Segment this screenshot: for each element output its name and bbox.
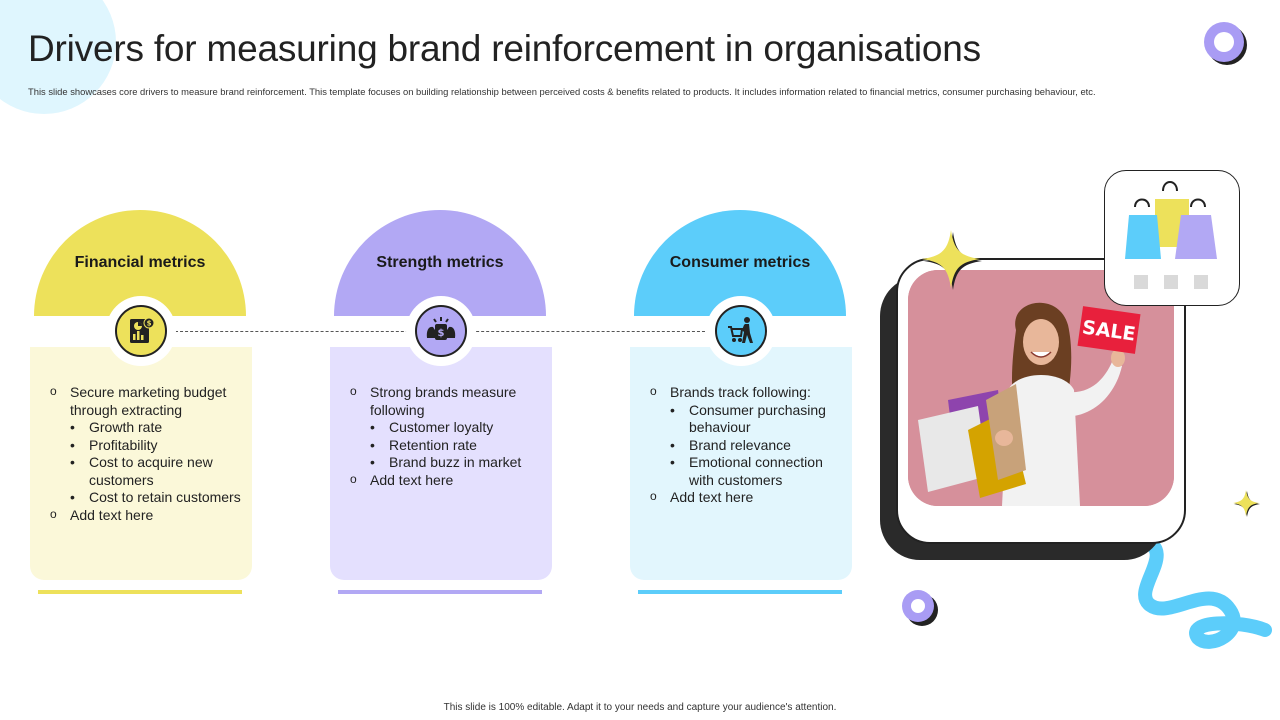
card-list: Strong brands measure following Customer… [350,383,546,490]
sub-list-item: Profitability [70,437,246,455]
sub-list-item: Brand relevance [670,437,846,455]
sub-list-item: Retention rate [370,437,546,455]
card-title: Consumer metrics [669,254,811,271]
list-item: Strong brands measure following Customer… [350,383,546,472]
icon-badge [706,296,776,366]
decorative-ring [1204,22,1244,62]
card-underline [638,590,842,594]
small-star-icon [1233,490,1260,517]
footer-note: This slide is 100% editable. Adapt it to… [443,702,837,713]
list-item: Add text here [650,488,846,507]
star-icon [922,230,982,290]
sub-list-item: Customer loyalty [370,419,546,437]
money-strength-icon: $ [415,305,467,357]
card-underline [38,590,242,594]
list-item: Brands track following: Consumer purchas… [650,383,846,489]
shopping-bags-card [1104,170,1240,306]
sub-list-item: Brand buzz in market [370,454,546,472]
svg-text:$: $ [438,328,445,339]
shopping-bags-icon [1125,181,1217,289]
shopping-cart-person-icon [715,305,767,357]
sub-list-item: Consumer purchasing behaviour [670,402,846,437]
card-underline [338,590,542,594]
icon-badge: $ [406,296,476,366]
list-item: Add text here [350,471,546,490]
shopping-woman-photo: SALE [908,270,1174,506]
list-item: Secure marketing budget through extracti… [50,383,246,507]
card-title: Financial metrics [74,254,206,271]
card-list: Brands track following: Consumer purchas… [650,383,846,507]
sub-list-item: Cost to retain customers [70,489,246,507]
card-title: Strength metrics [376,254,504,271]
list-item: Add text here [50,506,246,525]
financial-report-icon: $ [115,305,167,357]
sub-list-item: Cost to acquire new customers [70,454,246,489]
page-subtitle: This slide showcases core drivers to mea… [28,86,1096,97]
decorative-squiggle [1135,533,1272,649]
page-title: Drivers for measuring brand reinforcemen… [28,28,981,69]
sub-list-item: Emotional connection with customers [670,454,846,489]
card-list: Secure marketing budget through extracti… [50,383,246,525]
decorative-ring [902,590,934,622]
icon-badge: $ [106,296,176,366]
sub-list-item: Growth rate [70,419,246,437]
svg-text:$: $ [147,320,152,328]
